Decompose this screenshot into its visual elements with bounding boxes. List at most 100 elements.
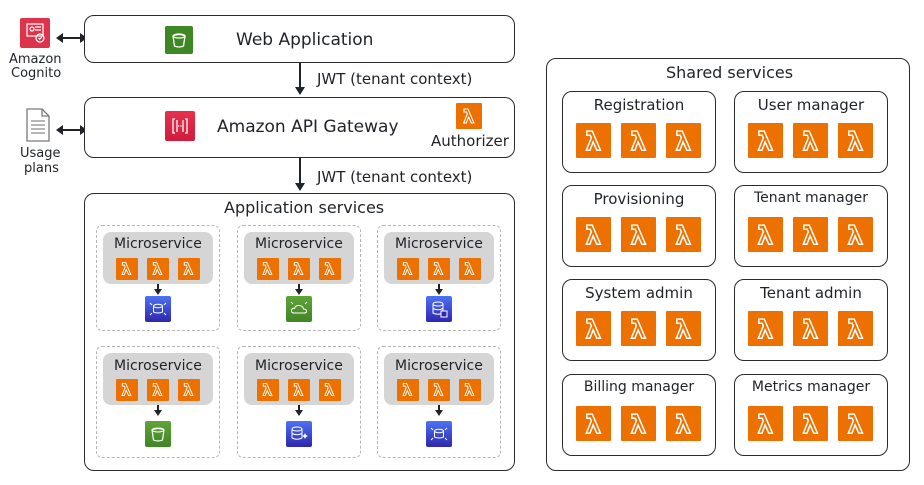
lambda-icon [576, 406, 611, 441]
cognito-label-2: Cognito [11, 66, 62, 81]
lambda-icon [838, 406, 873, 441]
cognito-icon [20, 18, 50, 48]
microservice-store-arrow-head [295, 410, 303, 416]
jwt-arrow-1-line [299, 63, 301, 88]
shared-service-label: Registration [593, 96, 685, 114]
jwt-label-1: JWT (tenant context) [317, 70, 473, 88]
web-application-box [84, 15, 515, 63]
jwt-arrow-2-head [295, 183, 305, 191]
usage-apigw-connector [60, 129, 82, 131]
lambda-icon [793, 123, 828, 158]
lambda-icon [397, 258, 419, 280]
shared-services-title: Shared services [666, 63, 794, 82]
microservice-label-5: Microservice [255, 358, 343, 374]
microservice-group-5 [237, 346, 361, 458]
lambda-icon [147, 258, 169, 280]
usage-label-1: Usage [20, 146, 61, 161]
microservice-group-1 [96, 225, 220, 331]
lambda-icon [793, 406, 828, 441]
usage-arrowhead-right [80, 125, 87, 135]
lambda-icon [576, 311, 611, 346]
lambda-icon [666, 311, 701, 346]
microservice-label-2: Microservice [255, 236, 343, 252]
api-gateway-title: Amazon API Gateway [217, 117, 399, 137]
lambda-icon [793, 217, 828, 252]
lambda-icon [793, 311, 828, 346]
lambda-icon [319, 258, 341, 280]
lambda-icon [621, 217, 656, 252]
shared-service-label: Billing manager [583, 379, 695, 395]
lambda-icon [666, 123, 701, 158]
microservice-store-arrow-head [435, 410, 443, 416]
jwt-arrow-2-line [299, 158, 301, 183]
lambda-icon [748, 217, 783, 252]
lambda-icon [456, 103, 482, 129]
document-icon [26, 108, 50, 142]
api-gateway-box [84, 97, 515, 158]
shared-service-label: Provisioning [593, 190, 685, 208]
microservice-store-arrow-line [298, 405, 300, 411]
vpc-endpoint-database-icon-2 [426, 421, 452, 447]
microservice-store-arrow-line [157, 284, 159, 290]
api-gateway-icon [165, 111, 195, 141]
microservice-store-arrow-head [154, 410, 162, 416]
connector-arrowhead-right [80, 33, 87, 43]
lambda-icon [428, 258, 450, 280]
cognito-webapp-connector [60, 37, 82, 39]
lambda-icon [178, 379, 200, 401]
lambda-icon [838, 311, 873, 346]
lambda-icon [621, 406, 656, 441]
microservice-label-3: Microservice [395, 236, 483, 252]
lambda-icon [748, 406, 783, 441]
lambda-icon [428, 379, 450, 401]
s3-bucket-icon [165, 26, 193, 54]
lambda-icon [621, 123, 656, 158]
database-icon [426, 296, 452, 322]
microservice-label-6: Microservice [395, 358, 483, 374]
microservice-group-2 [237, 225, 361, 331]
microservice-group-4 [96, 346, 220, 458]
microservice-store-arrow-line [298, 284, 300, 290]
microservice-label-1: Microservice [114, 236, 202, 252]
lambda-icon [576, 217, 611, 252]
lambda-icon [147, 379, 169, 401]
lambda-icon [666, 406, 701, 441]
usage-arrowhead-left [56, 125, 63, 135]
application-services-title: Application services [224, 198, 385, 217]
shared-service-label: Tenant manager [754, 190, 868, 206]
lambda-icon [178, 258, 200, 280]
lambda-icon [459, 379, 481, 401]
lambda-icon [116, 379, 138, 401]
shared-service-label: User manager [757, 96, 865, 114]
lambda-icon [838, 123, 873, 158]
cloud-storage-icon [286, 296, 312, 322]
lambda-icon [397, 379, 419, 401]
web-application-title: Web Application [236, 30, 374, 50]
database-sparkle-icon [286, 421, 312, 447]
lambda-icon [621, 311, 656, 346]
lambda-icon [838, 217, 873, 252]
microservice-store-arrow-line [438, 405, 440, 411]
lambda-icon [459, 258, 481, 280]
microservice-store-arrow-line [157, 405, 159, 411]
lambda-icon [288, 379, 310, 401]
microservice-store-arrow-head [435, 289, 443, 295]
lambda-icon [257, 379, 279, 401]
lambda-icon [257, 258, 279, 280]
lambda-icon [319, 379, 341, 401]
cognito-label-1: Amazon [9, 52, 62, 67]
usage-label-2: plans [24, 161, 59, 176]
jwt-arrow-1-head [295, 87, 305, 95]
connector-arrowhead-left [56, 33, 63, 43]
vpc-endpoint-database-icon [145, 296, 171, 322]
microservice-group-6 [377, 346, 501, 458]
lambda-icon [666, 217, 701, 252]
shared-service-label: Tenant admin [760, 284, 862, 302]
lambda-icon [116, 258, 138, 280]
lambda-icon [748, 123, 783, 158]
microservice-store-arrow-head [295, 289, 303, 295]
microservice-store-arrow-line [438, 284, 440, 290]
lambda-icon [748, 311, 783, 346]
shared-service-label: System admin [585, 284, 693, 302]
jwt-label-2: JWT (tenant context) [317, 168, 473, 186]
